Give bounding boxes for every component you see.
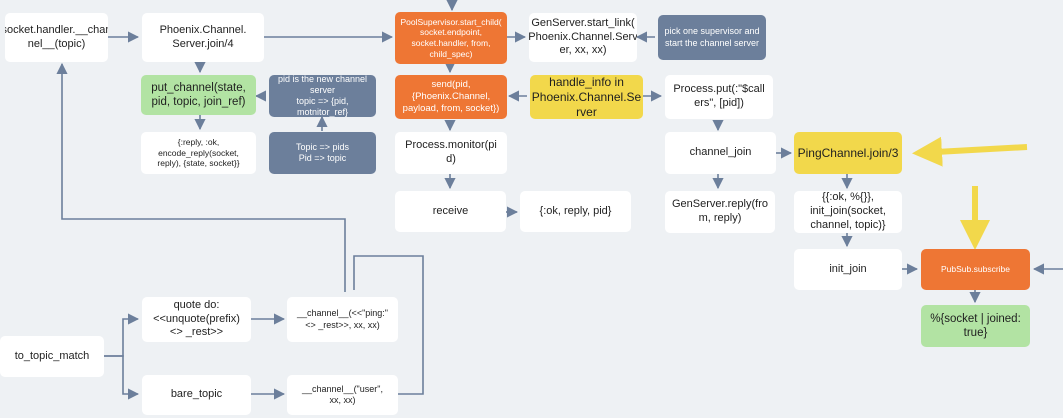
process-put-label: Process.put(:"$call ers", [pid]) bbox=[673, 83, 765, 109]
socket-joined-label: %{socket | joined: true} bbox=[930, 312, 1021, 339]
handle-info-node: handle_info in Phoenix.Channel.Se rver bbox=[530, 75, 643, 119]
highlight-arrow-left bbox=[912, 136, 1028, 167]
send-pid-node: send(pid, {Phoenix.Channel, payload, fro… bbox=[395, 75, 507, 119]
ok-reply-pid-label: {:ok, reply, pid} bbox=[539, 204, 612, 217]
pick-supervisor-label: pick one supervisor and start the channe… bbox=[664, 26, 760, 48]
edge-user-to-handler-loop bbox=[353, 255, 424, 395]
socket-handler-node: socket.handler.__chan nel__(topic) bbox=[5, 13, 108, 62]
pid-note: pid is the new channel server topic => {… bbox=[269, 75, 376, 117]
genserver-start-link-node: GenServer.start_link( Phoenix.Channel.Se… bbox=[529, 13, 637, 62]
channel-join-label: channel_join bbox=[689, 146, 752, 159]
topic-pids-note: Topic => pids Pid => topic bbox=[269, 132, 376, 174]
pool-start-child-label: PoolSupervisor.start_child( socket.endpo… bbox=[400, 16, 502, 59]
put-channel-node: put_channel(state, pid, topic, join_ref) bbox=[141, 75, 256, 115]
send-pid-label: send(pid, {Phoenix.Channel, payload, fro… bbox=[402, 79, 500, 114]
to-topic-match-label: to_topic_match bbox=[14, 349, 90, 362]
pool-start-child-node: PoolSupervisor.start_child( socket.endpo… bbox=[395, 12, 507, 64]
init-join-node: init_join bbox=[794, 249, 902, 290]
reply-ok-label: {:reply, :ok, encode_reply(socket, reply… bbox=[157, 137, 240, 169]
phoenix-join-label: Phoenix.Channel. Server.join/4 bbox=[159, 23, 247, 50]
receive-label: receive bbox=[432, 204, 469, 217]
topic-pids-label: Topic => pids Pid => topic bbox=[295, 141, 350, 163]
genserver-start-link-label: GenServer.start_link( Phoenix.Channel.Se… bbox=[529, 16, 637, 57]
handle-info-label: handle_info in Phoenix.Channel.Se rver bbox=[531, 75, 642, 119]
pick-supervisor-note: pick one supervisor and start the channe… bbox=[658, 15, 766, 60]
edge-match-to-bare bbox=[104, 355, 140, 400]
genserver-reply-node: GenServer.reply(fro m, reply) bbox=[665, 191, 775, 233]
pubsub-subscribe-node: PubSub.subscribe bbox=[921, 249, 1030, 290]
reply-ok-node: {:reply, :ok, encode_reply(socket, reply… bbox=[141, 132, 256, 174]
channel-ping-label: __channel__(<<"ping:" <> _rest>>, xx, xx… bbox=[297, 308, 388, 330]
quote-do-label: quote do: <<unquote(prefix) <> _rest>> bbox=[153, 298, 240, 339]
bare-topic-node: bare_topic bbox=[142, 375, 251, 415]
channel-ping-node: __channel__(<<"ping:" <> _rest>>, xx, xx… bbox=[287, 297, 398, 342]
pid-note-label: pid is the new channel server topic => {… bbox=[277, 75, 368, 117]
process-put-node: Process.put(:"$call ers", [pid]) bbox=[665, 75, 773, 119]
quote-do-node: quote do: <<unquote(prefix) <> _rest>> bbox=[142, 297, 251, 342]
pubsub-subscribe-label: PubSub.subscribe bbox=[941, 264, 1010, 275]
ok-reply-pid-node: {:ok, reply, pid} bbox=[520, 191, 631, 232]
ping-channel-join-label: PingChannel.join/3 bbox=[797, 145, 899, 160]
ok-init-join-label: {{:ok, %{}}, init_join(socket, channel, … bbox=[810, 191, 886, 231]
channel-user-label: __channel__("user", xx, xx) bbox=[302, 383, 383, 405]
phoenix-join-node: Phoenix.Channel. Server.join/4 bbox=[142, 13, 264, 62]
channel-join-node: channel_join bbox=[665, 132, 776, 174]
receive-node: receive bbox=[395, 191, 506, 232]
edge-match-to-quote bbox=[104, 313, 140, 357]
edge-loop-to-handler bbox=[56, 62, 346, 292]
socket-joined-node: %{socket | joined: true} bbox=[921, 305, 1030, 347]
ok-init-join-node: {{:ok, %{}}, init_join(socket, channel, … bbox=[794, 191, 902, 233]
channel-user-node: __channel__("user", xx, xx) bbox=[287, 375, 398, 415]
highlight-arrows bbox=[912, 136, 1028, 250]
put-channel-label: put_channel(state, pid, topic, join_ref) bbox=[151, 81, 246, 108]
bare-topic-label: bare_topic bbox=[170, 388, 223, 401]
to-topic-match-node: to_topic_match bbox=[0, 336, 104, 377]
ping-channel-join-node: PingChannel.join/3 bbox=[794, 132, 902, 174]
process-monitor-label: Process.monitor(pi d) bbox=[405, 139, 497, 165]
genserver-reply-label: GenServer.reply(fro m, reply) bbox=[672, 198, 768, 224]
init-join-label: init_join bbox=[829, 262, 867, 275]
process-monitor-node: Process.monitor(pi d) bbox=[395, 132, 507, 174]
socket-handler-label: socket.handler.__chan nel__(topic) bbox=[5, 23, 108, 50]
